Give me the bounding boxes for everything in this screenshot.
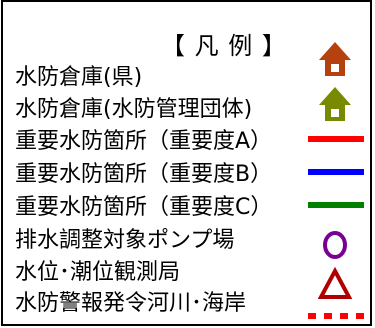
house-icon-door xyxy=(331,64,339,72)
house-icon-roof xyxy=(319,42,351,60)
line-icon-stroke xyxy=(308,202,364,208)
house-icon xyxy=(319,87,351,121)
legend-item-prefectural-flood-warehouse-label: 水防倉庫(県) xyxy=(15,65,143,90)
circle-icon xyxy=(323,231,347,259)
house-icon-roof xyxy=(319,87,351,105)
dashed-line-icon-segment-1 xyxy=(308,313,316,319)
legend-item-priority-b-label: 重要水防箇所（重要度B） xyxy=(15,162,273,187)
line-icon xyxy=(308,136,364,142)
house-icon-door xyxy=(331,109,339,117)
legend-item-management-flood-warehouse-label: 水防倉庫(水防管理団体) xyxy=(15,97,253,122)
dashed-line-icon xyxy=(308,313,364,319)
dashed-line-icon-segment-3 xyxy=(340,313,348,319)
legend-item-gauging-station-label: 水位･潮位観測局 xyxy=(15,260,181,285)
dashed-line-icon-segment-2 xyxy=(324,313,332,319)
legend-item-warning-river-coast-label: 水防警報発令河川･海岸 xyxy=(15,291,247,316)
legend-item-pump-station-label: 排水調整対象ポンプ場 xyxy=(15,228,235,253)
legend-item-priority-a-label: 重要水防箇所（重要度A） xyxy=(15,129,273,154)
dashed-line-icon-segment-4 xyxy=(356,313,364,319)
triangle-icon-shape xyxy=(318,267,352,299)
legend-item-priority-c-label: 重要水防箇所（重要度C） xyxy=(15,195,273,220)
circle-icon-ring xyxy=(323,231,347,259)
line-icon-stroke xyxy=(308,136,364,142)
legend-title: 【 凡 例 】 xyxy=(161,32,287,60)
triangle-icon xyxy=(318,267,352,299)
house-icon xyxy=(319,42,351,76)
line-icon xyxy=(308,202,364,208)
line-icon-stroke xyxy=(308,169,364,175)
line-icon xyxy=(308,169,364,175)
